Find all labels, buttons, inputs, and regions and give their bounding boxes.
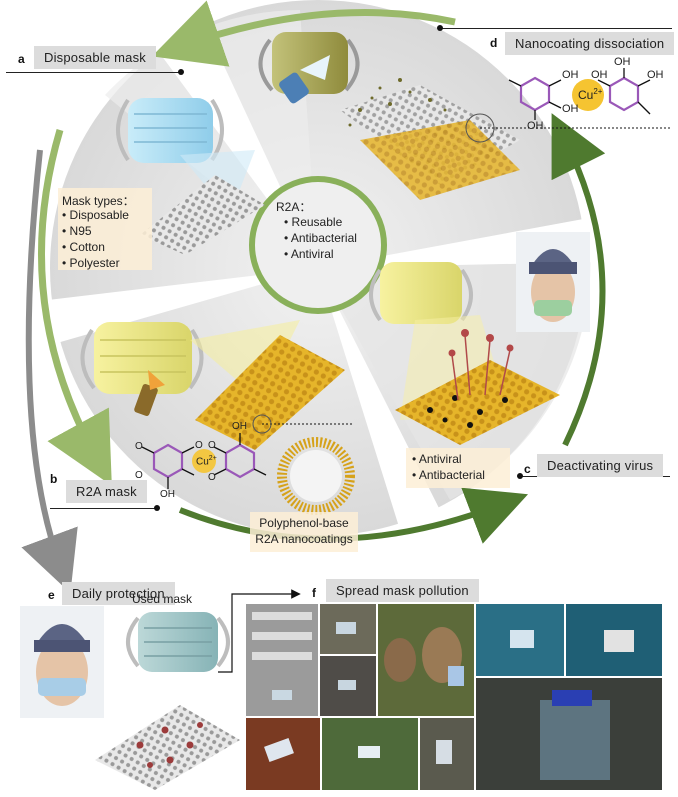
chem-oh-label: OH xyxy=(232,421,247,432)
panel-b-letter: b xyxy=(50,472,58,486)
panel-f-title: Spread mask pollution xyxy=(326,579,479,602)
disposable-mask-illustration xyxy=(116,98,265,255)
panel-d-letter: d xyxy=(490,36,498,50)
panel-a-dot xyxy=(178,69,184,75)
cu-polyphenol-complex-b xyxy=(141,433,267,489)
chem-o-label: O xyxy=(208,472,216,483)
chem-o-label: O xyxy=(135,470,143,481)
nanocoating-label-line: Polyphenol-base xyxy=(259,516,349,530)
used-mask-label: Used mask xyxy=(132,592,193,606)
panel-b-title: R2A mask xyxy=(66,480,147,503)
arrow-to-pollution xyxy=(218,589,301,673)
chem-o-label: O xyxy=(135,441,143,452)
panel-a-rule xyxy=(6,72,182,73)
chem-cu-label: Cu2+ xyxy=(578,87,603,102)
dissociation-illustration xyxy=(258,32,520,200)
center-heading: R2A： xyxy=(276,200,312,214)
nanocoating-label-line: R2A nanocoatings xyxy=(255,532,353,546)
mask-type-item: Polyester xyxy=(62,255,129,271)
r2a-mask-illustration xyxy=(80,320,345,450)
virus-prop-item: Antibacterial xyxy=(412,467,485,483)
nanocoating-label-box xyxy=(250,512,358,552)
panel-e-title: Daily protection xyxy=(62,582,175,605)
panel-c-dot xyxy=(517,473,523,479)
nanocoating-label: Polyphenol-base R2A nanocoatings xyxy=(250,515,358,547)
panel-a-title: Disposable mask xyxy=(34,46,156,69)
center-property-item: Reusable xyxy=(284,214,357,230)
panel-a-letter: a xyxy=(18,52,25,66)
panel-b-dot xyxy=(154,505,160,511)
mannequin-photo-c xyxy=(516,232,590,332)
mask-types-list: Disposable N95 Cotton Polyester xyxy=(62,207,129,271)
mask-type-item: Cotton xyxy=(62,239,129,255)
mask-types-heading: Mask types： xyxy=(62,194,135,208)
chem-o-label: O xyxy=(208,440,216,451)
chem-cu-label: Cu2+ xyxy=(196,455,217,468)
pollution-photo-collage xyxy=(246,604,662,790)
chem-oh-label: OH xyxy=(527,120,544,132)
cycle-arrow-a-to-b xyxy=(37,129,112,486)
chem-oh-label: OH xyxy=(591,69,608,81)
deactivating-virus-illustration xyxy=(369,262,560,445)
chem-oh-label: OH xyxy=(647,69,664,81)
nanocoating-ring xyxy=(277,437,355,515)
panel-d-rule xyxy=(440,28,672,29)
daily-protection-illustration xyxy=(20,606,240,790)
chem-o-label: O xyxy=(195,440,203,451)
panel-c-letter: c xyxy=(524,462,531,476)
cu-ion-d xyxy=(572,79,604,111)
mask-type-item: Disposable xyxy=(62,207,129,223)
center-properties-list: Reusable Antibacterial Antiviral xyxy=(284,214,357,262)
center-property-item: Antibacterial xyxy=(284,230,357,246)
panel-d-title: Nanocoating dissociation xyxy=(505,32,675,55)
cycle-arrow-d-to-a xyxy=(151,0,456,67)
polyphenol-molecules-d xyxy=(508,68,651,120)
panel-b-rule xyxy=(50,508,158,509)
chem-oh-label: OH xyxy=(562,103,579,115)
arrow-to-daily-protection xyxy=(21,149,78,594)
panel-d-dot xyxy=(437,25,443,31)
chem-oh-label: OH xyxy=(614,56,631,68)
cu-ion-b xyxy=(192,449,216,473)
center-property-item: Antiviral xyxy=(284,246,357,262)
cycle-arrow-c-to-d xyxy=(551,113,606,447)
chem-oh-label: OH xyxy=(160,489,175,500)
virus-prop-item: Antiviral xyxy=(412,451,485,467)
virus-props-list: Antiviral Antibacterial xyxy=(412,451,485,483)
mask-type-item: N95 xyxy=(62,223,129,239)
panel-e-letter: e xyxy=(48,588,55,602)
panel-c-title: Deactivating virus xyxy=(537,454,664,477)
panel-f-letter: f xyxy=(312,586,316,600)
chem-oh-label: OH xyxy=(562,69,579,81)
